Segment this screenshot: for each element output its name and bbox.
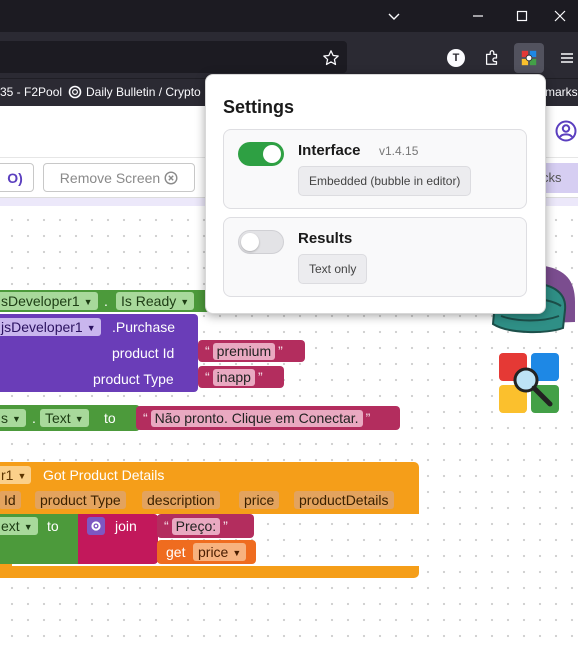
settings-popup: Settings Interface v1.4.15 Embedded (bub… [205, 74, 546, 314]
add-screen-button[interactable]: O) [0, 163, 34, 192]
text-block-premium[interactable]: “premium” [198, 340, 305, 362]
variable-dropdown[interactable]: price▼ [193, 543, 247, 561]
component-name: s [1, 410, 8, 426]
text-block-inapp[interactable]: “inapp” [198, 366, 284, 388]
settings-card-interface: Interface v1.4.15 Embedded (bubble in ed… [223, 129, 527, 209]
dropdown-arrow-icon: ▼ [232, 548, 242, 558]
card-title: Results [298, 230, 353, 247]
text-value[interactable]: inapp [212, 369, 255, 386]
interface-toggle[interactable] [238, 142, 284, 166]
close-icon [554, 10, 566, 22]
extensions-button[interactable] [477, 43, 507, 73]
list-all-tabs-button[interactable] [374, 4, 414, 28]
bookmark-label: Daily Bulletin / Crypto [86, 85, 201, 99]
property-dropdown[interactable]: Is Ready▼ [116, 292, 195, 310]
maximize-icon [516, 10, 528, 22]
other-bookmarks[interactable]: kmarks [539, 85, 578, 99]
remove-circle-icon [164, 170, 178, 185]
appinventor-logo-icon [498, 352, 560, 419]
maximize-button[interactable] [502, 4, 542, 28]
bookmark-f2pool[interactable]: 35 - F2Pool [0, 85, 63, 99]
card-title: Interface [298, 142, 361, 159]
param-product-type[interactable]: product Type [35, 491, 126, 509]
component-name: r1 [1, 467, 14, 483]
arg-label-product-id: product Id [112, 345, 175, 361]
get-label: get [166, 544, 186, 560]
event-bottom-bar [0, 566, 419, 578]
chevron-down-icon [388, 13, 400, 20]
component-dropdown[interactable]: sDeveloper1▼ [0, 292, 98, 310]
component-dropdown[interactable]: jsDeveloper1▼ [0, 318, 101, 336]
component-dropdown[interactable]: r1▼ [0, 466, 32, 484]
text-value[interactable]: premium [212, 343, 276, 360]
property-dropdown[interactable]: ext▼ [0, 517, 38, 535]
add-screen-label: O) [7, 169, 23, 186]
text-block-not-ready[interactable]: “Não pronto. Clique em Conectar.” [136, 406, 400, 430]
star-icon [323, 50, 339, 66]
method-name: Purchase [115, 319, 176, 335]
dot-separator: . [32, 410, 36, 426]
extension-logo-icon [521, 50, 537, 66]
close-window-button[interactable] [540, 4, 578, 28]
settings-card-results: Results Text only [223, 217, 527, 297]
to-label: to [47, 518, 59, 534]
avatar: T [447, 49, 465, 67]
dropdown-arrow-icon: ▼ [12, 414, 21, 424]
dropdown-arrow-icon: ▼ [23, 522, 33, 532]
remove-screen-button[interactable]: Remove Screen [43, 163, 195, 192]
event-name-label: Got Product Details [43, 467, 165, 483]
param-description[interactable]: description [142, 491, 220, 509]
property-name: ext [1, 518, 20, 534]
popup-title: Settings [223, 97, 295, 117]
account-button[interactable]: T [441, 43, 471, 73]
hamburger-menu-icon [561, 53, 573, 63]
param-id[interactable]: Id [0, 491, 21, 509]
arg-label-product-type: product Type [93, 371, 174, 387]
app-menu-button[interactable] [552, 43, 578, 73]
text-value[interactable]: Preço: [171, 518, 221, 535]
dropdown-arrow-icon: ▼ [83, 297, 93, 307]
text-value[interactable]: Não pronto. Clique em Conectar. [150, 410, 363, 427]
mode-badge[interactable]: Text only [298, 254, 368, 284]
variable-name: price [198, 544, 229, 560]
title-bar [0, 0, 578, 32]
join-label: join [115, 518, 137, 534]
component-name: jsDeveloper1 [1, 319, 83, 335]
minimize-icon [473, 15, 483, 17]
param-price[interactable]: price [239, 491, 280, 509]
param-product-details[interactable]: productDetails [294, 491, 394, 509]
text-block-preco[interactable]: “Preço:” [157, 514, 254, 538]
property-dropdown[interactable]: Text▼ [40, 409, 89, 427]
dropdown-arrow-icon: ▼ [74, 414, 84, 424]
component-dropdown[interactable]: s▼ [0, 409, 26, 427]
bookmark-star-button[interactable] [316, 43, 346, 73]
remove-screen-label: Remove Screen [59, 169, 161, 186]
minimize-button[interactable] [458, 4, 498, 28]
version-label: v1.4.15 [379, 144, 419, 158]
dropdown-arrow-icon: ▼ [180, 297, 190, 307]
gear-mutator-button[interactable] [87, 517, 105, 535]
gear-icon [91, 521, 101, 531]
results-toggle[interactable] [238, 230, 284, 254]
component-name: sDeveloper1 [1, 293, 80, 309]
to-label: to [104, 410, 116, 426]
mode-badge[interactable]: Embedded (bubble in editor) [298, 166, 472, 196]
dropdown-arrow-icon: ▼ [86, 323, 96, 333]
account-circle-button[interactable] [555, 120, 577, 147]
dot-separator: . [104, 293, 108, 309]
dropdown-arrow-icon: ▼ [17, 471, 27, 481]
bookmark-daily-bulletin[interactable]: Daily Bulletin / Crypto [68, 85, 201, 99]
account-circle-icon [555, 120, 577, 142]
method-label: .Purchase [112, 319, 176, 335]
property-name: Is Ready [121, 293, 177, 309]
bookmark-favicon-icon [68, 85, 82, 99]
puzzle-icon [485, 50, 498, 65]
property-name: Text [45, 410, 71, 426]
url-bar[interactable] [0, 41, 347, 73]
extension-appinventor-button[interactable] [514, 43, 544, 73]
